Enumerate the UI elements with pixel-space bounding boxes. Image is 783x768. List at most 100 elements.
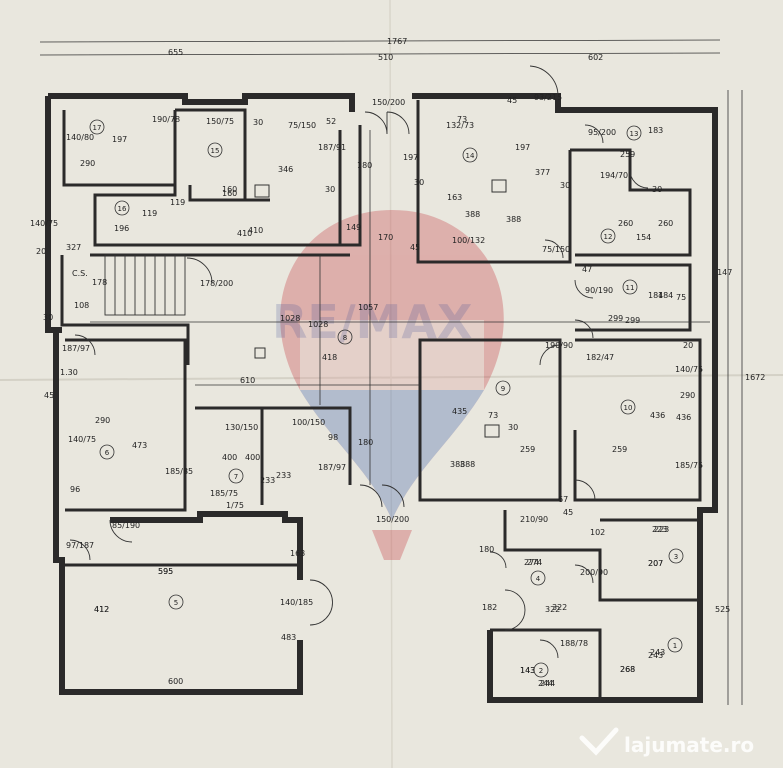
wall-dimension-labels: 140/80 190/78 150/75 30 75/150 52 150/20… — [30, 93, 703, 688]
svg-text:85/190: 85/190 — [112, 521, 140, 530]
svg-text:20: 20 — [36, 247, 46, 256]
watermark-site: lajumate.ro — [624, 733, 754, 757]
svg-text:45: 45 — [563, 508, 573, 517]
svg-text:97/187: 97/187 — [66, 541, 94, 550]
svg-text:436: 436 — [650, 411, 665, 420]
svg-text:327: 327 — [66, 243, 81, 252]
svg-text:140/80: 140/80 — [66, 133, 94, 142]
svg-text:182/47: 182/47 — [586, 353, 614, 362]
dim-top-right: 602 — [588, 53, 603, 62]
room-10: 10 436 259 — [612, 399, 665, 454]
svg-text:4: 4 — [536, 575, 541, 583]
svg-text:260: 260 — [618, 219, 633, 228]
svg-text:233: 233 — [276, 471, 291, 480]
svg-text:154: 154 — [636, 233, 651, 242]
svg-text:1: 1 — [673, 642, 677, 650]
svg-text:119: 119 — [170, 198, 185, 207]
svg-text:75/150: 75/150 — [288, 121, 316, 130]
room-3: 3 223 207 — [648, 525, 684, 568]
svg-text:410: 410 — [248, 226, 263, 235]
room-14: 14 197 388 — [462, 143, 530, 219]
svg-text:410: 410 — [237, 229, 252, 238]
svg-text:290: 290 — [680, 391, 695, 400]
svg-text:160: 160 — [222, 185, 237, 194]
remax-balloon-watermark — [280, 210, 504, 560]
svg-text:268: 268 — [620, 665, 635, 674]
svg-text:73: 73 — [457, 115, 467, 124]
central-dimension-lines: 1057 1028 — [90, 130, 710, 485]
svg-text:180: 180 — [479, 545, 494, 554]
svg-text:30: 30 — [414, 178, 424, 187]
dim-center-horizontal: 1028 — [280, 314, 300, 323]
svg-text:400: 400 — [222, 453, 237, 462]
svg-text:2: 2 — [539, 667, 543, 675]
svg-text:435: 435 — [452, 407, 467, 416]
svg-text:196: 196 — [114, 224, 129, 233]
svg-text:143: 143 — [520, 666, 535, 675]
top-dimension-lines: 655 1767 510 602 — [39, 37, 721, 62]
svg-text:140/185: 140/185 — [280, 598, 313, 607]
svg-text:290: 290 — [80, 159, 95, 168]
svg-text:160: 160 — [222, 189, 237, 198]
walls — [45, 93, 718, 703]
svg-text:185/75: 185/75 — [210, 489, 238, 498]
svg-text:6: 6 — [105, 449, 110, 457]
room-7: 7 400 233 — [222, 453, 275, 485]
svg-text:188/78: 188/78 — [560, 639, 588, 648]
room-5: 5 595 412 — [94, 567, 184, 614]
svg-text:200/90: 200/90 — [580, 568, 608, 577]
svg-text:483: 483 — [281, 633, 296, 642]
svg-text:322: 322 — [545, 605, 560, 614]
balloon-bottom — [300, 390, 484, 520]
svg-text:45: 45 — [410, 243, 420, 252]
svg-text:149: 149 — [346, 223, 361, 232]
svg-text:C.S.: C.S. — [72, 269, 88, 278]
svg-text:180: 180 — [358, 438, 373, 447]
svg-text:400: 400 — [245, 453, 260, 462]
room-4: 4 274 322 — [527, 558, 567, 612]
svg-text:259: 259 — [520, 445, 535, 454]
svg-text:140/75: 140/75 — [30, 219, 58, 228]
svg-text:290: 290 — [95, 416, 110, 425]
svg-text:132/73: 132/73 — [446, 121, 474, 130]
svg-text:15: 15 — [211, 147, 220, 155]
svg-text:3: 3 — [674, 553, 678, 561]
room-13: 13 183 259 — [620, 125, 663, 159]
svg-text:187/97: 187/97 — [62, 344, 90, 353]
svg-text:90/190: 90/190 — [585, 286, 613, 295]
svg-text:30: 30 — [43, 313, 53, 322]
svg-text:98: 98 — [328, 433, 338, 442]
svg-text:187/91: 187/91 — [318, 143, 346, 152]
svg-text:45: 45 — [507, 96, 517, 105]
svg-text:244: 244 — [540, 679, 555, 688]
svg-text:119: 119 — [142, 209, 157, 218]
svg-text:180: 180 — [357, 161, 372, 170]
svg-text:595: 595 — [158, 567, 173, 576]
svg-text:143: 143 — [520, 666, 535, 675]
svg-text:16: 16 — [118, 205, 127, 213]
svg-text:150/200: 150/200 — [372, 98, 405, 107]
svg-text:388: 388 — [465, 210, 480, 219]
svg-text:1/75: 1/75 — [226, 501, 244, 510]
svg-text:140/75: 140/75 — [675, 365, 703, 374]
svg-text:473: 473 — [132, 441, 147, 450]
svg-text:610: 610 — [240, 376, 255, 385]
balloon-band — [300, 320, 484, 390]
svg-text:346: 346 — [278, 165, 293, 174]
svg-text:388: 388 — [450, 460, 465, 469]
svg-text:47: 47 — [582, 265, 592, 274]
svg-text:7: 7 — [234, 473, 238, 481]
svg-text:11: 11 — [626, 284, 635, 292]
svg-text:244: 244 — [538, 679, 553, 688]
svg-text:178/200: 178/200 — [200, 279, 233, 288]
svg-text:243: 243 — [648, 651, 663, 660]
svg-text:163: 163 — [447, 193, 462, 202]
svg-text:595: 595 — [158, 567, 173, 576]
svg-text:210/90: 210/90 — [520, 515, 548, 524]
room-6: 6 290 473 — [95, 416, 147, 460]
svg-text:184: 184 — [648, 291, 663, 300]
svg-text:223: 223 — [652, 525, 667, 534]
svg-text:93/215: 93/215 — [534, 93, 562, 102]
room-8: 8 418 610 — [240, 329, 353, 385]
